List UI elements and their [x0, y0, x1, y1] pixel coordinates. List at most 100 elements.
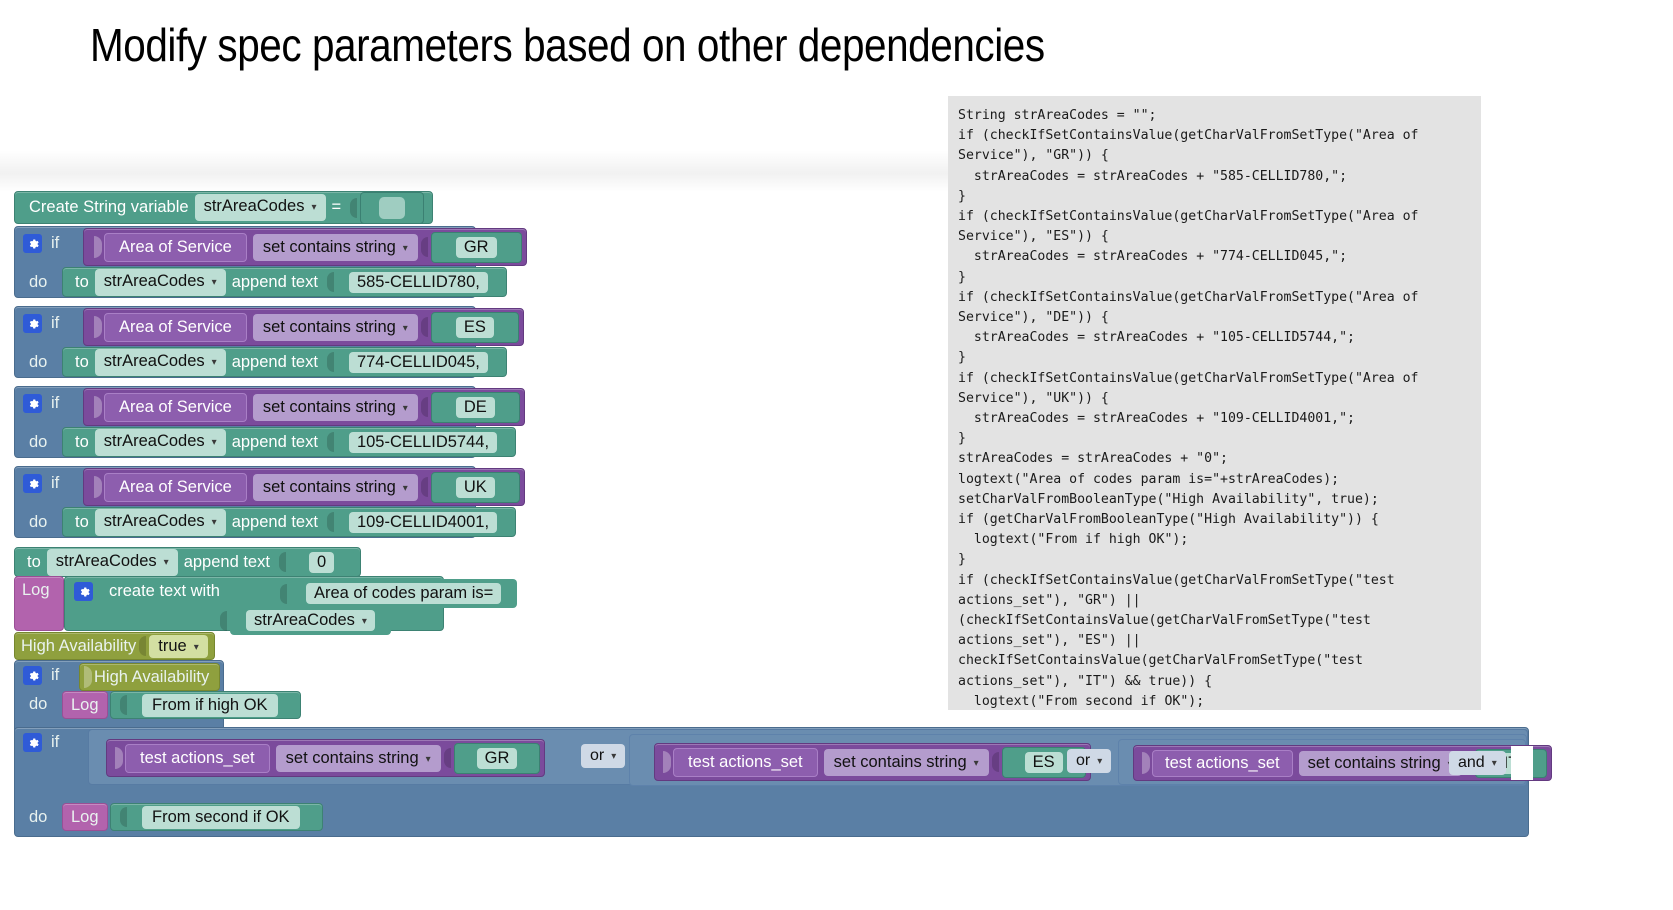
logic-joiner-2[interactable]: or [1067, 749, 1112, 773]
log-block-second[interactable]: Log [62, 803, 108, 831]
operand-value-2[interactable]: ES [455, 316, 494, 338]
block-append-zero[interactable]: to strAreaCodes append text 0 [14, 547, 362, 577]
gear-icon[interactable] [74, 582, 93, 601]
condition-block-s2[interactable]: test actions_set set contains string ES [654, 743, 1091, 781]
append-value-1[interactable]: 585-CELLID780, [348, 271, 488, 293]
condition-field-s2[interactable]: test actions_set [673, 747, 818, 777]
page-title: Modify spec parameters based on other de… [90, 19, 1045, 71]
append-variable-2[interactable]: strAreaCodes [94, 348, 226, 376]
condition-operator-s1[interactable]: set contains string [275, 744, 441, 772]
append-variable-3[interactable]: strAreaCodes [94, 428, 226, 456]
gear-icon[interactable] [23, 234, 42, 253]
operand-value-1[interactable]: GR [455, 236, 497, 258]
append-value-slot-2[interactable]: 774-CELLID045, [336, 348, 500, 376]
operand-slot-3[interactable]: DE [430, 391, 520, 423]
append-block-1[interactable]: to strAreaCodes append text 585-CELLID78… [62, 267, 507, 297]
logic-joiner-3[interactable]: and [1449, 751, 1506, 775]
append-value-3[interactable]: 105-CELLID5744, [348, 431, 498, 453]
text-item-slot-1[interactable]: Area of codes param is= [290, 579, 518, 608]
create-text-with-label: create text with [109, 582, 220, 600]
log-second-label: Log [71, 807, 99, 826]
high-availability-value[interactable]: true [149, 634, 208, 658]
if-high-condition[interactable]: High Availability [79, 663, 221, 691]
create-var-variable-dropdown[interactable]: strAreaCodes [194, 194, 326, 221]
logic-joiner-1[interactable]: or [581, 744, 626, 768]
condition-field-4[interactable]: Area of Service [104, 472, 247, 502]
block-if-1[interactable]: if Area of Service set contains string G… [14, 226, 527, 298]
append-value-slot-1[interactable]: 585-CELLID780, [336, 268, 500, 296]
log-second-socket [120, 807, 127, 827]
block-set-high-availability[interactable]: High Availability true [14, 632, 215, 660]
log-high-value[interactable]: From if high OK [142, 693, 278, 717]
gear-icon[interactable] [23, 733, 42, 752]
gear-icon[interactable] [23, 314, 42, 333]
append-block-4[interactable]: to strAreaCodes append text 109-CELLID40… [62, 507, 517, 537]
append-block-2[interactable]: to strAreaCodes append text 774-CELLID04… [62, 347, 507, 377]
condition-field-s1[interactable]: test actions_set [125, 743, 270, 773]
gear-icon[interactable] [23, 394, 42, 413]
append-value-slot-3[interactable]: 105-CELLID5744, [336, 428, 510, 456]
append-zero-value[interactable]: 0 [308, 551, 335, 573]
block-if-high-availability[interactable]: if High Availability do Log From if high… [14, 660, 301, 735]
block-if-3[interactable]: if Area of Service set contains string D… [14, 386, 525, 458]
create-text-item-1[interactable]: Area of codes param is= [306, 583, 502, 604]
append-block-3[interactable]: to strAreaCodes append text 105-CELLID57… [62, 427, 517, 457]
condition-field-1[interactable]: Area of Service [104, 232, 247, 262]
condition-field-2[interactable]: Area of Service [104, 312, 247, 342]
block-create-string-variable[interactable]: Create String variable strAreaCodes = [14, 191, 434, 224]
condition-block-3[interactable]: Area of Service set contains string DE [83, 388, 525, 426]
condition-operator-1[interactable]: set contains string [252, 233, 418, 261]
operand-value-s1[interactable]: GR [476, 747, 518, 769]
condition-field-s3[interactable]: test actions_set [1152, 749, 1293, 777]
condition-operator-2[interactable]: set contains string [252, 313, 418, 341]
text-item-slot-2[interactable]: strAreaCodes [230, 606, 391, 635]
append-to-label-2: to [75, 352, 89, 371]
operand-slot-1[interactable]: GR [430, 231, 522, 263]
condition-operator-s2[interactable]: set contains string [823, 748, 989, 776]
append-variable-4[interactable]: strAreaCodes [94, 508, 226, 536]
operand-value-4[interactable]: UK [455, 476, 495, 498]
condition-block-4[interactable]: Area of Service set contains string UK [83, 468, 525, 506]
block-if-4[interactable]: if Area of Service set contains string U… [14, 466, 525, 538]
if-second-condition-chain[interactable]: test actions_set set contains string GR … [88, 729, 1553, 786]
append-socket-4 [326, 512, 334, 532]
operand-slot-4[interactable]: UK [430, 471, 520, 503]
gear-icon[interactable] [23, 666, 42, 685]
append-to-label-4: to [75, 512, 89, 531]
log-second-value-slot[interactable]: From second if OK [110, 803, 323, 831]
append-value-4[interactable]: 109-CELLID4001, [348, 511, 498, 533]
condition-operator-3[interactable]: set contains string [252, 393, 418, 421]
append-text-label-2: append text [231, 352, 318, 371]
if-second-inner-group[interactable]: test actions_set set contains string IT … [1118, 739, 1553, 785]
log-block-high[interactable]: Log [62, 691, 108, 719]
operand-value-s2[interactable]: ES [1024, 751, 1063, 773]
empty-condition-slot[interactable] [1511, 746, 1533, 780]
append-value-2[interactable]: 774-CELLID045, [348, 351, 488, 373]
operand-value-3[interactable]: DE [455, 396, 495, 418]
empty-value-placeholder[interactable] [379, 196, 406, 219]
condition-field-3[interactable]: Area of Service [104, 392, 247, 422]
if-second-nested-group[interactable]: test actions_set set contains string ES … [629, 734, 1553, 786]
append-zero-value-slot[interactable]: 0 [288, 548, 355, 576]
create-var-value-slot[interactable] [360, 191, 425, 224]
append-value-slot-4[interactable]: 109-CELLID4001, [336, 508, 510, 536]
append-zero-variable[interactable]: strAreaCodes [46, 548, 178, 576]
block-log-create-text[interactable]: Log [14, 576, 64, 631]
block-create-text-with[interactable]: create text with Area of codes param is=… [64, 576, 518, 635]
log-second-value[interactable]: From second if OK [142, 805, 300, 829]
block-if-2[interactable]: if Area of Service set contains string E… [14, 306, 524, 378]
create-text-item-2[interactable]: strAreaCodes [246, 610, 375, 631]
log-high-value-slot[interactable]: From if high OK [110, 691, 301, 719]
operand-slot-s1[interactable]: GR [453, 742, 541, 774]
condition-operator-4[interactable]: set contains string [252, 473, 418, 501]
gear-icon[interactable] [23, 474, 42, 493]
operand-slot-2[interactable]: ES [430, 311, 519, 343]
condition-block-1[interactable]: Area of Service set contains string GR [83, 228, 527, 266]
generated-code-panel[interactable]: String strAreaCodes = ""; if (checkIfSet… [948, 96, 1481, 710]
condition-block-s1[interactable]: test actions_set set contains string GR [106, 739, 546, 777]
condition-operator-s3[interactable]: set contains string [1298, 750, 1462, 776]
append-variable-1[interactable]: strAreaCodes [94, 268, 226, 296]
block-if-second[interactable]: if test actions_set set contains string … [14, 727, 1553, 837]
condition-block-2[interactable]: Area of Service set contains string ES [83, 308, 524, 346]
